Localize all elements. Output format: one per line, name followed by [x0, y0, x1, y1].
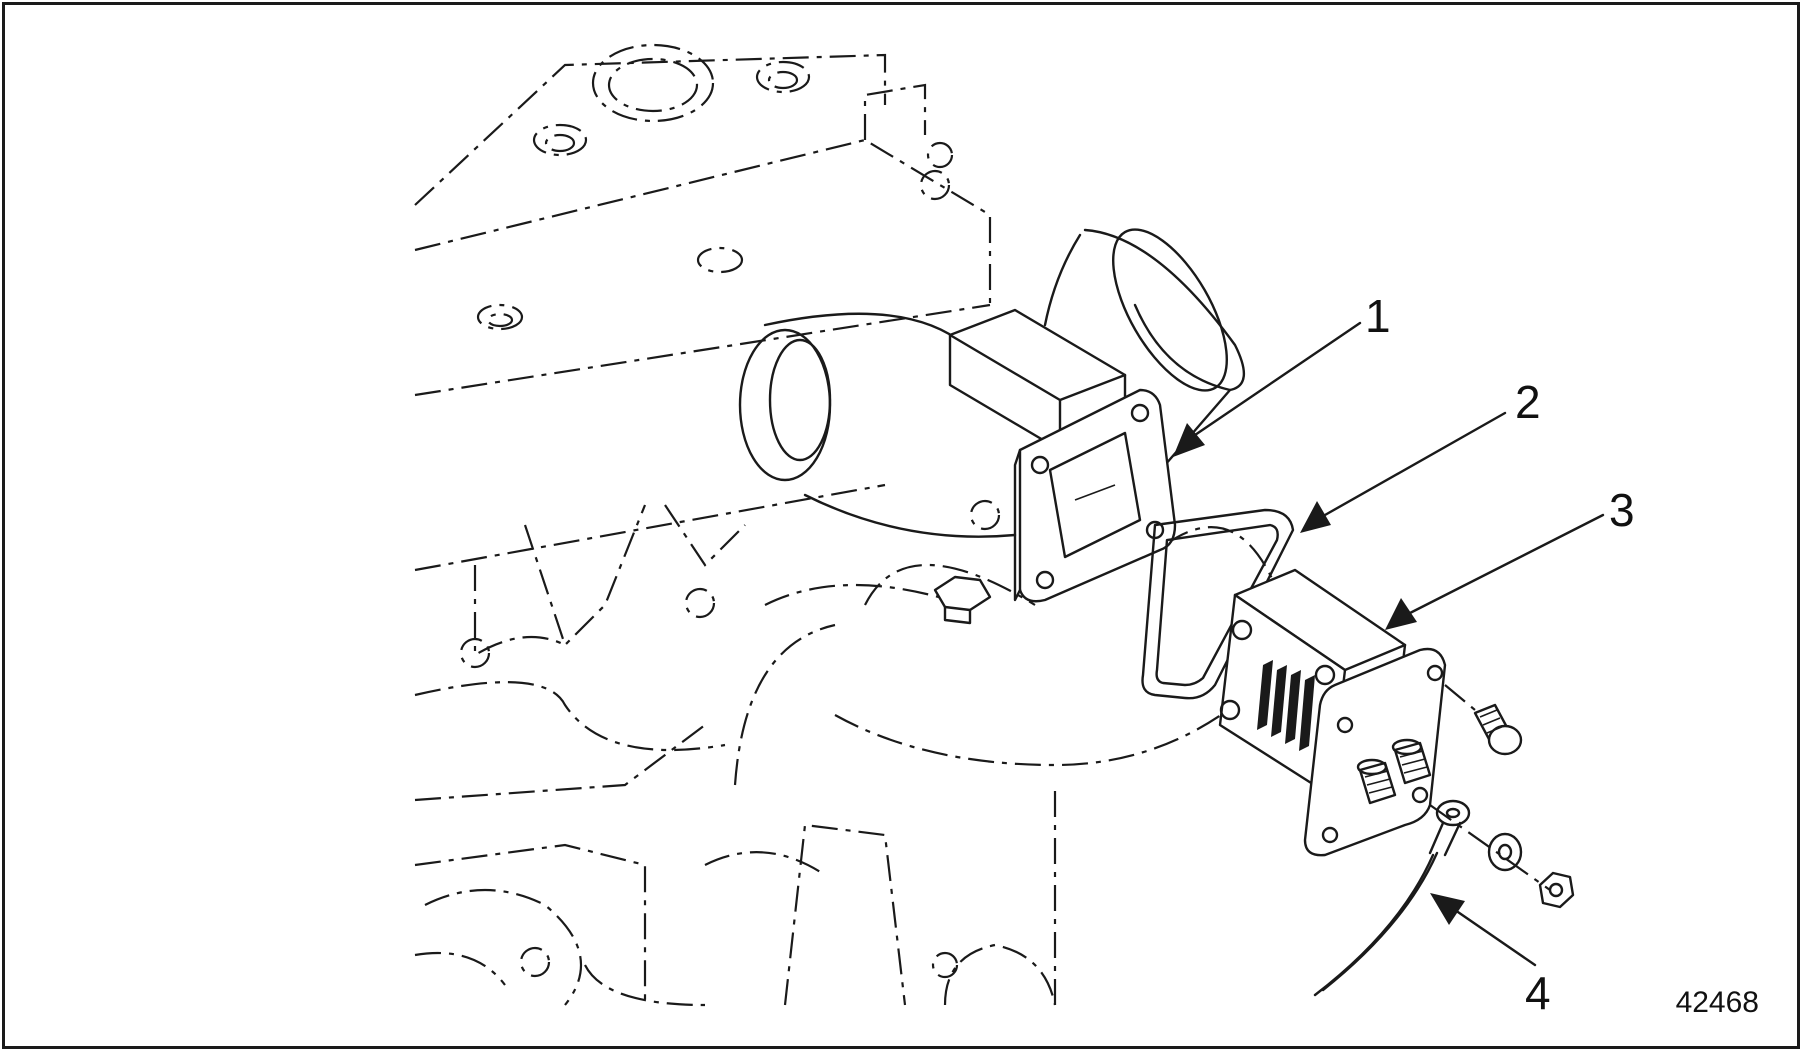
engine-block-phantom: [414, 43, 1279, 1007]
ring-terminal: [1428, 799, 1471, 857]
ground-wire: [1313, 851, 1439, 997]
figure-number: 42468: [1675, 986, 1759, 1019]
mounting-screw: [1444, 684, 1523, 756]
hardware-axis: [1429, 804, 1551, 891]
sensor-housing: [1218, 568, 1447, 857]
callout-3: 3: [1609, 484, 1635, 536]
callout-2: 2: [1515, 376, 1541, 428]
callout-4: 4: [1525, 967, 1551, 1019]
washer: [1487, 832, 1523, 872]
exhaust-elbow: [738, 228, 1245, 625]
engine-exhaust-illustration: [414, 43, 1605, 1007]
leader-lines: [1173, 321, 1605, 967]
callout-1: 1: [1365, 290, 1391, 342]
hex-nut: [1538, 871, 1575, 909]
gasket: [1141, 508, 1295, 700]
threaded-studs: [1356, 738, 1432, 805]
